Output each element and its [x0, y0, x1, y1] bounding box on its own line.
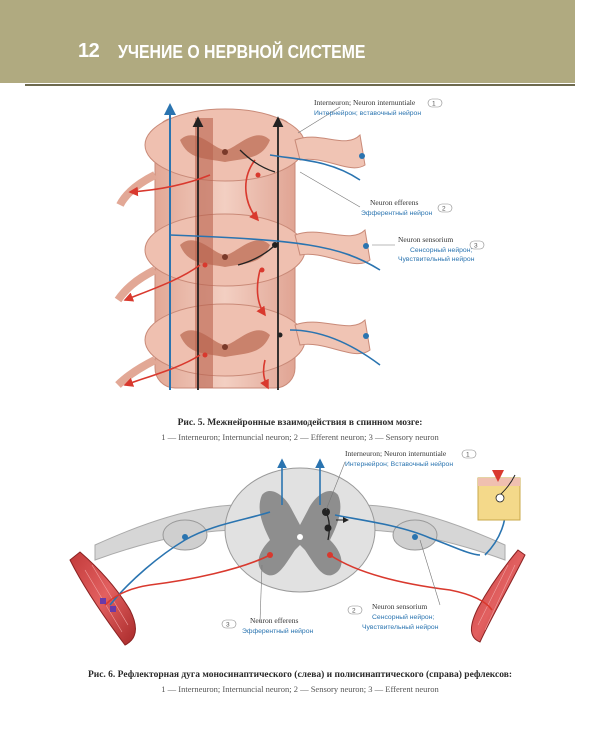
- fig6-label-sensory: 2 Neuron sensorium Сенсорный нейрон; Чув…: [347, 602, 439, 631]
- chapter-title: УЧЕНИЕ О НЕРВНОЙ СИСТЕМЕ: [118, 42, 366, 62]
- fig6-caption-legend: 1 — Interneuron; Internuncial neuron; 2 …: [161, 684, 439, 694]
- header-rule: [25, 84, 575, 86]
- fig6-label-3-latin: Neuron efferens: [250, 616, 298, 625]
- fig5-label-2-number: 2: [442, 206, 446, 213]
- fig6-label-1-latin: Interneuron; Neuron internuntiale: [345, 449, 447, 458]
- fig6-label-3-number: 3: [226, 622, 230, 629]
- fig5-label-1-russian: Интернейрон; вставочный нейрон: [314, 109, 421, 117]
- fig5-label-3-number: 3: [474, 243, 478, 250]
- fig5-label-3-russian2: Чувствительный нейрон: [398, 255, 475, 263]
- skin-receptor-inset: [477, 470, 521, 521]
- fig5-label-interneuron: Interneuron; Neuron internuntiale Интерн…: [314, 98, 443, 117]
- fig5-label-2-latin: Neuron efferens: [370, 198, 418, 207]
- page-header: [0, 0, 575, 83]
- fig5-label-sensory: Neuron sensorium Сенсорный нейрон; Чувст…: [398, 235, 485, 263]
- fig6-label-efferent: 3 Neuron efferens Эфферентный нейрон: [221, 616, 313, 635]
- fig6-label-2-russian: Сенсорный нейрон;: [372, 613, 434, 621]
- fig6-label-3-russian: Эфферентный нейрон: [242, 627, 313, 635]
- fig6-label-interneuron: Interneuron; Neuron internuntiale Интерн…: [345, 449, 477, 468]
- spinal-cord-3d-figure: [114, 103, 395, 390]
- fig6-caption-title: Рис. 6. Рефлекторная дуга моносинаптичес…: [87, 670, 513, 680]
- fig5-label-3-russian: Сенсорный нейрон;: [410, 246, 472, 254]
- fig5-caption-legend: 1 — Interneuron; Internuncial neuron; 2 …: [161, 432, 439, 442]
- fig6-label-2-latin: Neuron sensorium: [372, 602, 427, 611]
- reflex-arc-figure: [69, 458, 526, 646]
- fig5-label-3-latin: Neuron sensorium: [398, 235, 453, 244]
- page-number: 12: [78, 40, 100, 62]
- fig6-label-2-russian2: Чувствительный нейрон: [362, 623, 439, 631]
- fig5-label-1-number: 1: [432, 101, 436, 108]
- fig5-label-2-russian: Эфферентный нейрон: [361, 209, 432, 217]
- fig6-label-2-number: 2: [352, 608, 356, 615]
- fig5-label-1-latin: Interneuron; Neuron internuntiale: [314, 98, 416, 107]
- fig5-label-efferent: Neuron efferens Эфферентный нейрон 2: [361, 198, 453, 217]
- right-muscle: [471, 549, 526, 643]
- fig6-label-1-russian: Интернейрон; Вставочный нейрон: [345, 460, 453, 468]
- fig5-caption-title: Рис. 5. Межнейронные взаимодействия в сп…: [177, 418, 423, 428]
- fig6-label-1-number: 1: [466, 452, 470, 459]
